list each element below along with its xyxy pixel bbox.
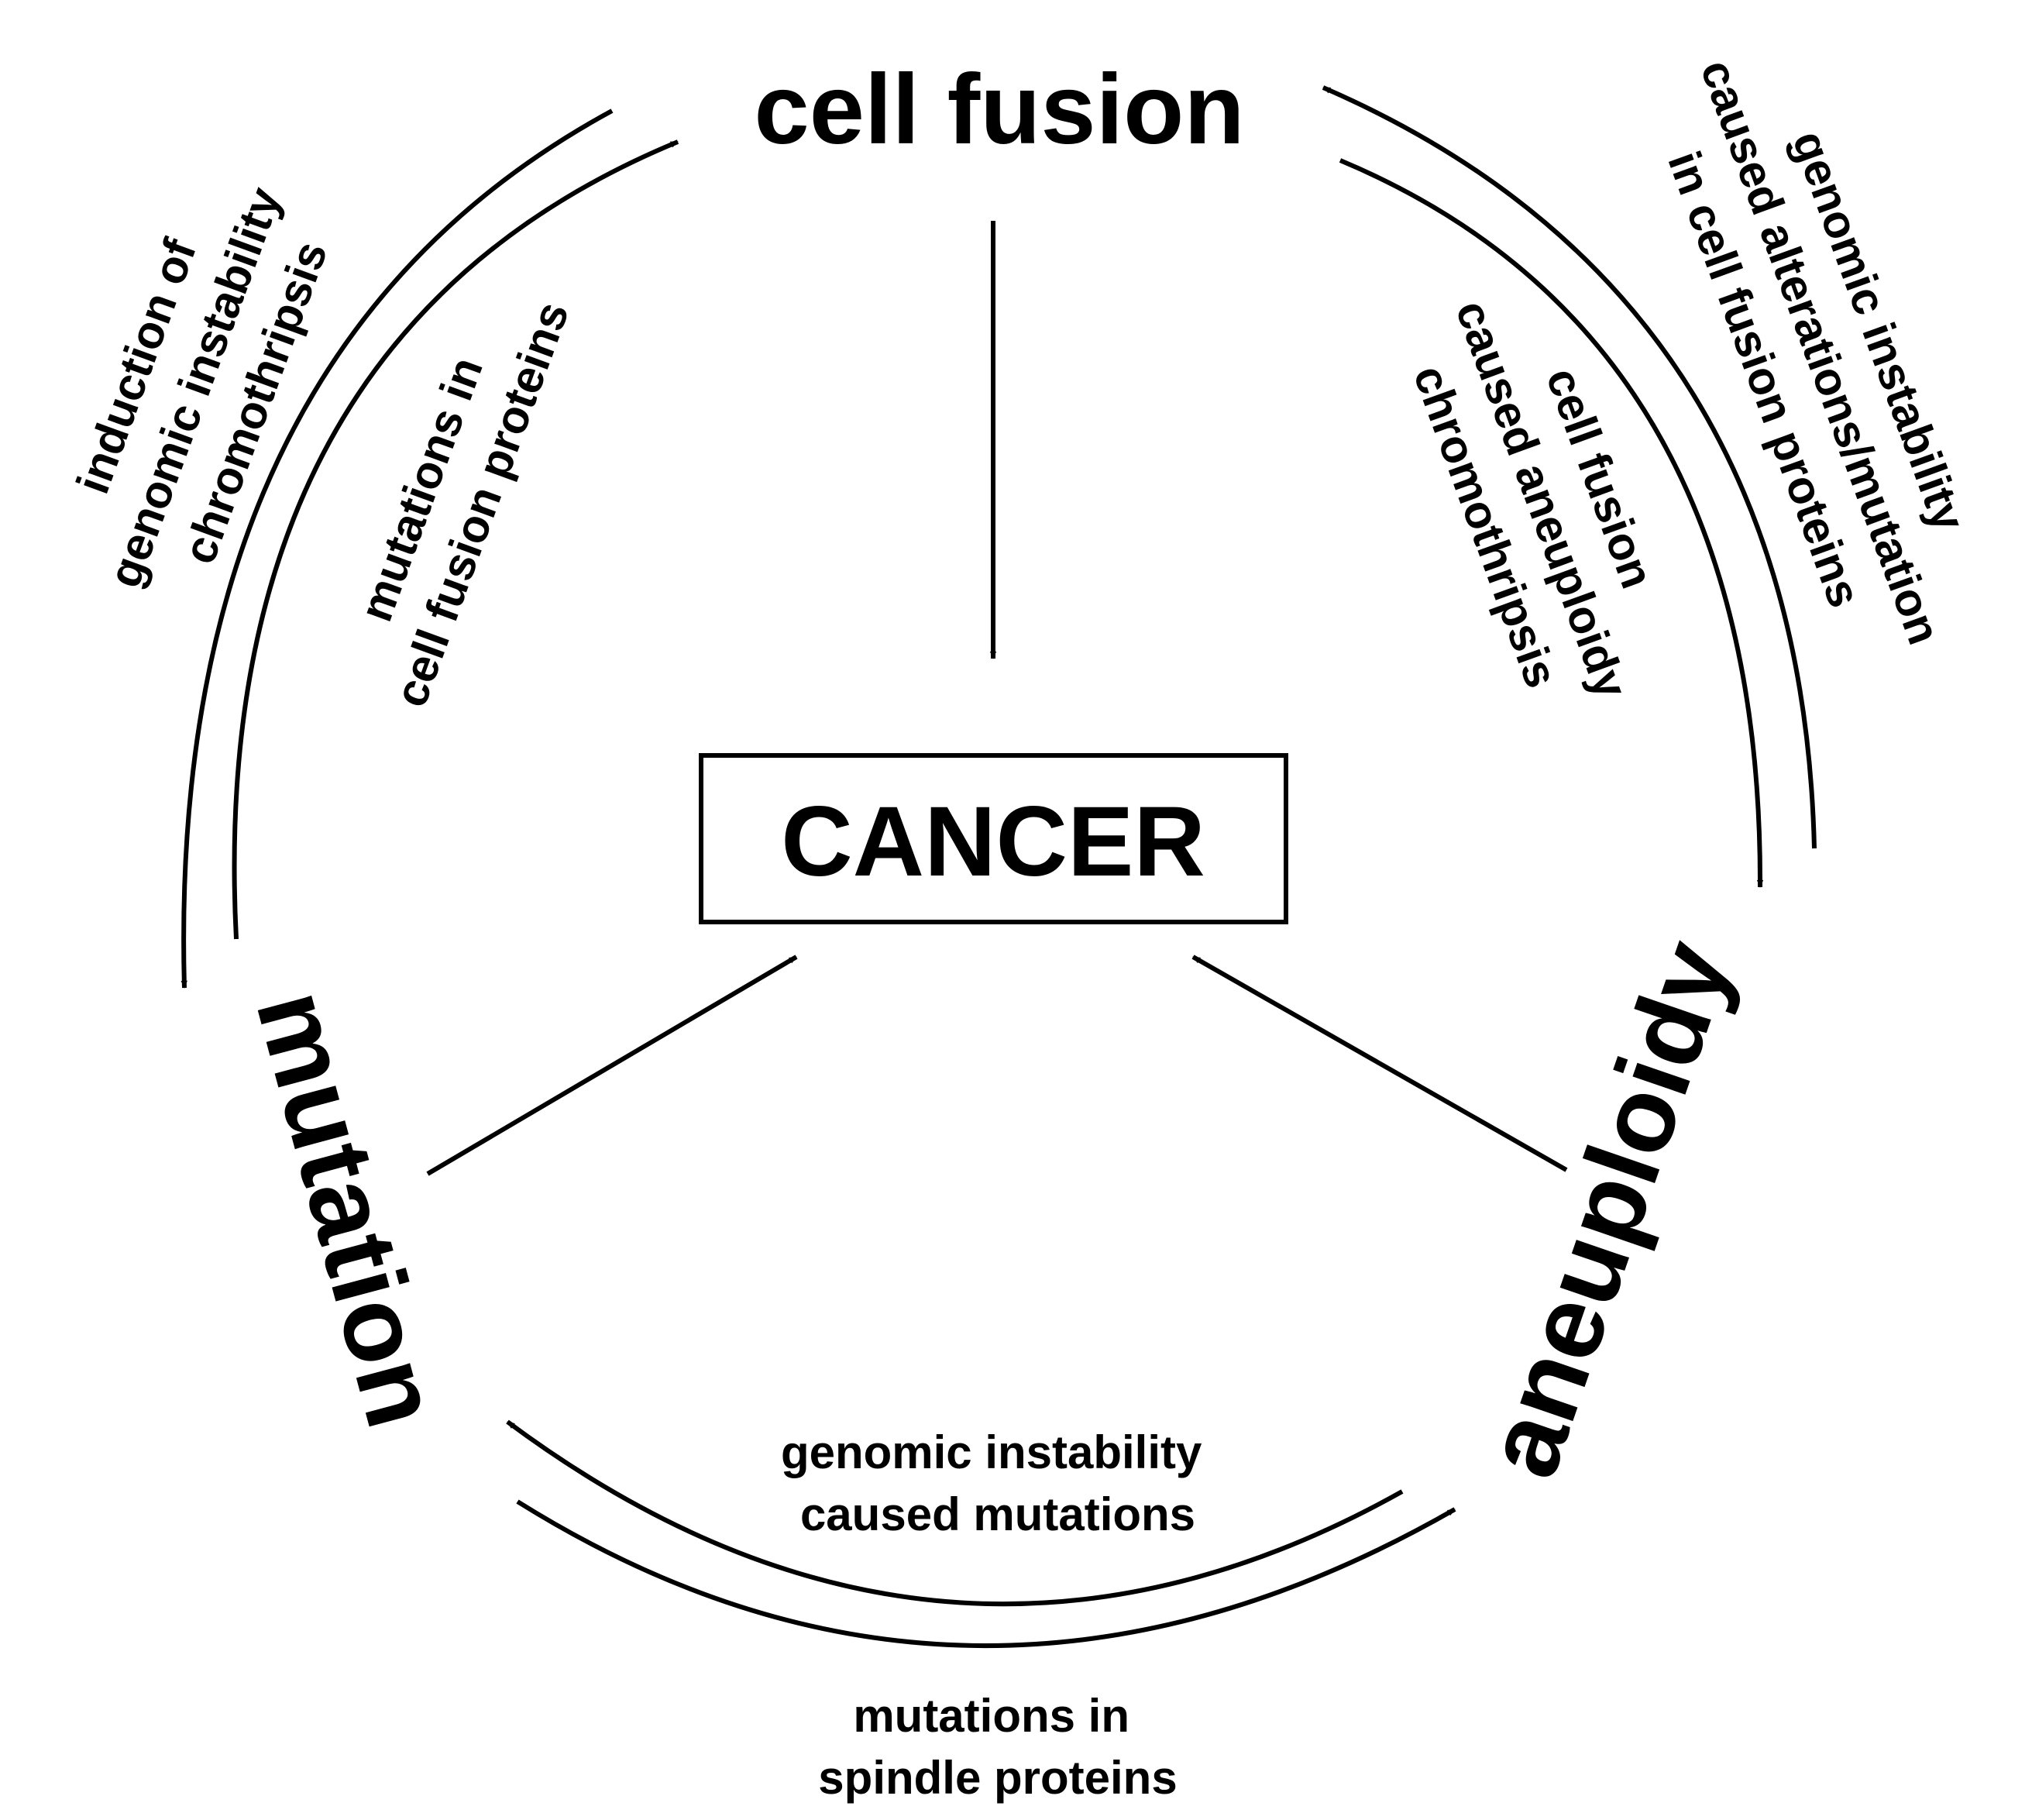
label-mutations-spindle-proteins-line-1: mutations in bbox=[853, 1690, 1129, 1742]
label-induction: induction of genomic instability chromot… bbox=[40, 147, 354, 615]
node-cancer: CANCER bbox=[699, 753, 1288, 924]
label-mutations-cell-fusion-proteins: mutations in cell fusion proteins bbox=[326, 274, 579, 714]
node-cell-fusion: cell fusion bbox=[755, 54, 1245, 165]
arrow-cell-fusion-to-mutation bbox=[181, 108, 614, 989]
arrow-aneuploidy-to-cell-fusion bbox=[1322, 85, 1817, 849]
cancer-label: CANCER bbox=[781, 786, 1205, 897]
label-cell-fusion-caused: cell fusion caused aneuploidy chromothri… bbox=[1387, 273, 1700, 738]
arrow-mutation-to-cancer bbox=[426, 955, 798, 1176]
label-mutations-spindle-proteins: mutations in spindle proteins bbox=[818, 1690, 1177, 1804]
arrow-aneuploidy-to-mutation bbox=[506, 1419, 1404, 1607]
label-genomic-instability-mutations-line-2: caused mutations bbox=[800, 1488, 1195, 1540]
arrow-cell-fusion-to-aneuploidy bbox=[1339, 158, 1764, 888]
node-aneuploidy: aneuploidy bbox=[1461, 927, 1753, 1491]
node-mutation: mutation bbox=[234, 979, 462, 1439]
label-mutations-spindle-proteins-line-2: spindle proteins bbox=[818, 1752, 1177, 1804]
arrow-mutation-to-cell-fusion bbox=[232, 139, 679, 940]
label-genomic-instability-alterations: genomic instability caused alterations/m… bbox=[1632, 32, 2013, 684]
arrow-mutation-to-aneuploidy bbox=[516, 1499, 1456, 1649]
label-genomic-instability-mutations: genomic instability caused mutations bbox=[781, 1426, 1215, 1540]
label-genomic-instability-mutations-line-1: genomic instability bbox=[781, 1426, 1202, 1478]
arrow-aneuploidy-to-cancer bbox=[1191, 955, 1568, 1172]
cancer-box bbox=[699, 753, 1288, 924]
